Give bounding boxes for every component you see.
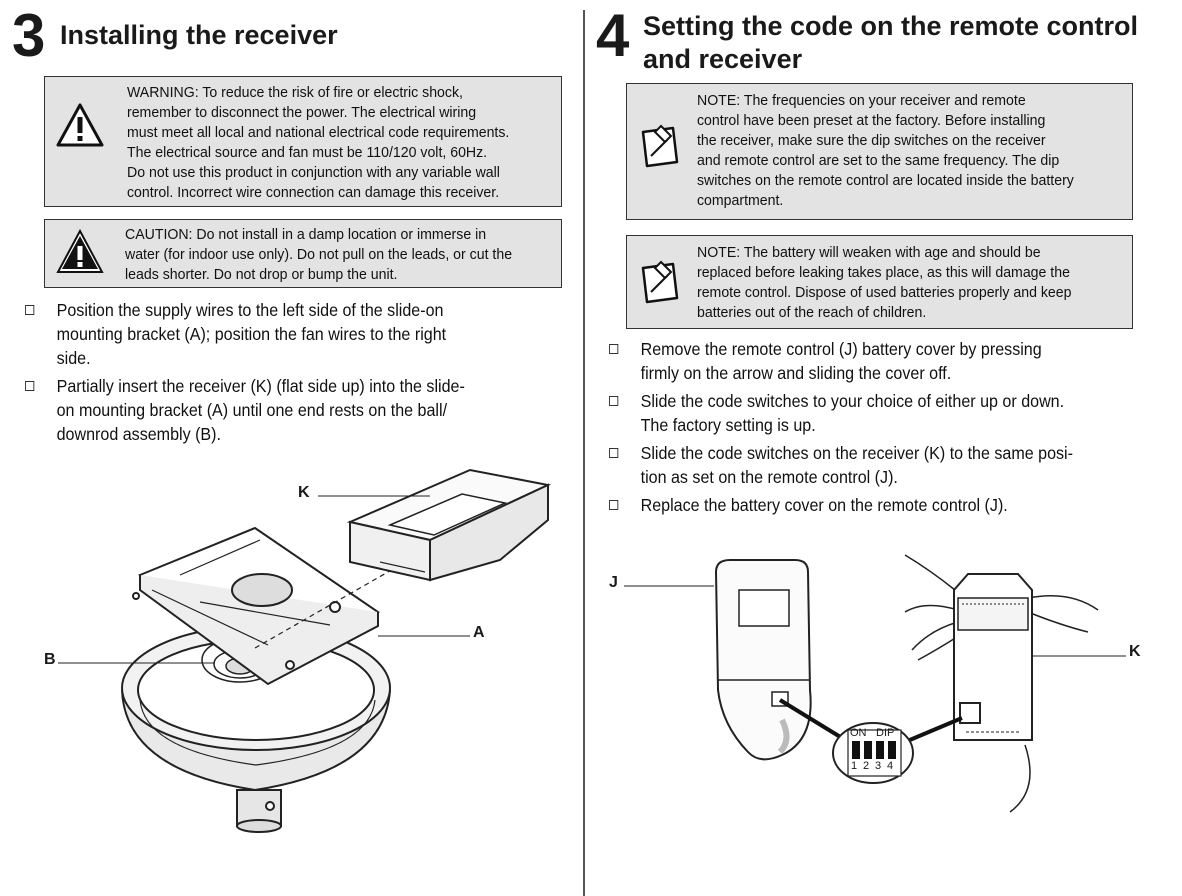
warning-line: The electrical source and fan must be 11… bbox=[127, 144, 488, 161]
section-heading-installing: Installing the receiver bbox=[60, 20, 338, 50]
caution-box: CAUTION: Do not install in a damp locati… bbox=[44, 219, 562, 288]
list-item: Replace the battery cover on the remote … bbox=[609, 493, 1073, 517]
heading-line: and receiver bbox=[643, 44, 803, 74]
column-divider bbox=[583, 10, 585, 896]
note-box-frequencies: NOTE: The frequencies on your receiver a… bbox=[626, 83, 1133, 220]
section-heading-setting-code: Setting the code on the remote control a… bbox=[643, 10, 1138, 76]
checkbox-square bbox=[25, 381, 35, 391]
note-line: compartment. bbox=[697, 192, 784, 209]
callout-label-k-right: K bbox=[1129, 643, 1141, 660]
callout-label-b: B bbox=[44, 651, 56, 668]
step-line: firmly on the arrow and sliding the cove… bbox=[640, 363, 952, 383]
checkbox-square bbox=[609, 344, 619, 354]
list-item: Slide the code switches on the receiver … bbox=[609, 441, 1073, 489]
note-line: control have been preset at the factory.… bbox=[697, 112, 1046, 129]
left-step-list: Position the supply wires to the left si… bbox=[25, 298, 498, 450]
mounting-bracket-drawing bbox=[132, 526, 380, 686]
step-line: mounting bracket (A); position the fan w… bbox=[56, 324, 447, 344]
callout-label-a: A bbox=[473, 624, 485, 641]
dip-number: 1 bbox=[851, 760, 858, 772]
dip-switch-magnifier bbox=[832, 722, 914, 784]
note-battery-text: NOTE: The battery will weaken with age a… bbox=[697, 243, 1072, 323]
callout-label-j: J bbox=[609, 574, 618, 591]
step-line: tion as set on the remote control (J). bbox=[640, 467, 898, 487]
note-box-battery: NOTE: The battery will weaken with age a… bbox=[626, 235, 1133, 329]
receiver-k-drawing bbox=[904, 554, 1099, 813]
note-line: batteries out of the reach of children. bbox=[697, 304, 927, 321]
warning-text: WARNING: To reduce the risk of fire or e… bbox=[127, 83, 509, 203]
note-line: remote control. Dispose of used batterie… bbox=[697, 284, 1072, 301]
canopy-housing-drawing bbox=[121, 625, 391, 833]
step-line: Replace the battery cover on the remote … bbox=[640, 495, 1008, 515]
step-number-3: 3 bbox=[12, 2, 45, 69]
caution-line: water (for indoor use only). Do not pull… bbox=[125, 246, 513, 263]
receiver-k-drawing bbox=[346, 468, 552, 582]
connector-line-receiver bbox=[904, 716, 963, 744]
dip-number: 2 bbox=[863, 760, 870, 772]
step-line: Partially insert the receiver (K) (flat … bbox=[56, 376, 465, 396]
note-line: switches on the remote control are locat… bbox=[697, 172, 1074, 189]
note-line: and remote control are set to the same f… bbox=[697, 152, 1060, 169]
dip-label: DIP bbox=[876, 727, 895, 739]
caution-line: leads shorter. Do not drop or bump the u… bbox=[125, 266, 398, 283]
step-line: side. bbox=[56, 348, 91, 368]
callout-label-k: K bbox=[298, 484, 310, 501]
warning-line: remember to disconnect the power. The el… bbox=[127, 104, 477, 121]
step-line: Slide the code switches to your choice o… bbox=[640, 391, 1065, 411]
dip-number: 4 bbox=[887, 760, 894, 772]
step-number-4: 4 bbox=[596, 2, 629, 69]
warning-line: control. Incorrect wire connection can d… bbox=[127, 184, 500, 201]
caution-line: CAUTION: Do not install in a damp locati… bbox=[125, 226, 487, 243]
note-pushpin-icon bbox=[641, 124, 679, 168]
dip-on-label: ON bbox=[850, 727, 867, 739]
warning-box: WARNING: To reduce the risk of fire or e… bbox=[44, 76, 562, 207]
step-line: Slide the code switches on the receiver … bbox=[640, 443, 1073, 463]
note-line: NOTE: The frequencies on your receiver a… bbox=[697, 92, 1026, 109]
list-item: Position the supply wires to the left si… bbox=[25, 298, 465, 370]
warning-line: Do not use this product in conjunction w… bbox=[127, 164, 500, 181]
remote-control-j-drawing bbox=[714, 559, 812, 761]
step-line: on mounting bracket (A) until one end re… bbox=[56, 400, 448, 420]
step-line: downrod assembly (B). bbox=[56, 424, 221, 444]
warning-triangle-icon bbox=[56, 103, 104, 147]
dip-number: 3 bbox=[875, 760, 882, 772]
list-item: Partially insert the receiver (K) (flat … bbox=[25, 374, 465, 446]
caution-text: CAUTION: Do not install in a damp locati… bbox=[125, 225, 512, 285]
heading-line: Setting the code on the remote control bbox=[643, 11, 1139, 41]
list-item: Slide the code switches to your choice o… bbox=[609, 389, 1073, 437]
checkbox-square bbox=[25, 305, 35, 315]
note-pushpin-icon bbox=[641, 260, 679, 304]
remote-receiver-illustration bbox=[624, 554, 1126, 813]
checkbox-square bbox=[609, 500, 619, 510]
checkbox-square bbox=[609, 448, 619, 458]
warning-line: must meet all local and national electri… bbox=[127, 124, 510, 141]
right-step-list: Remove the remote control (J) battery co… bbox=[609, 337, 1108, 521]
caution-triangle-icon bbox=[56, 228, 104, 273]
warning-line: WARNING: To reduce the risk of fire or e… bbox=[127, 84, 463, 101]
checkbox-square bbox=[609, 396, 619, 406]
list-item: Remove the remote control (J) battery co… bbox=[609, 337, 1073, 385]
connector-line-remote bbox=[778, 698, 844, 740]
note-frequencies-text: NOTE: The frequencies on your receiver a… bbox=[697, 91, 1074, 211]
step-line: Remove the remote control (J) battery co… bbox=[640, 339, 1042, 359]
note-line: replaced before leaking takes place, as … bbox=[697, 264, 1070, 281]
receiver-install-illustration bbox=[58, 468, 552, 833]
note-line: NOTE: The battery will weaken with age a… bbox=[697, 244, 1041, 261]
note-line: the receiver, make sure the dip switches… bbox=[697, 132, 1046, 149]
step-line: The factory setting is up. bbox=[640, 415, 816, 435]
step-line: Position the supply wires to the left si… bbox=[56, 300, 444, 320]
